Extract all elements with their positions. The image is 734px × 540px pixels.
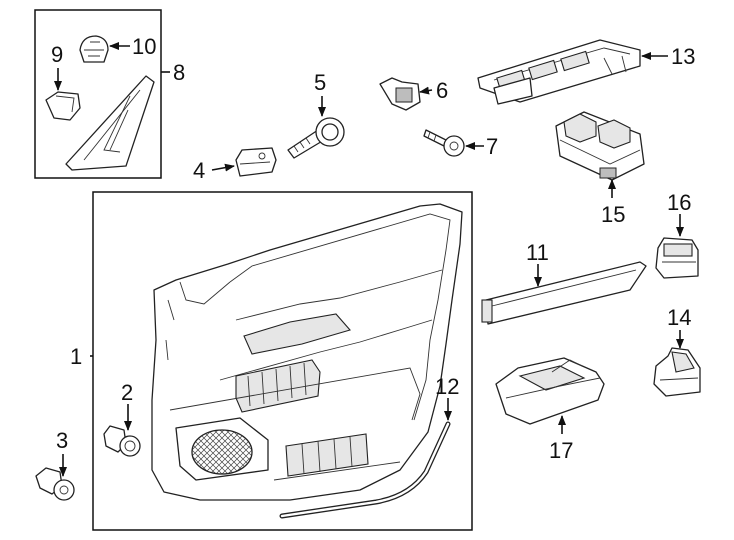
vent-grille-upper xyxy=(235,359,321,413)
leader-lines xyxy=(54,42,684,477)
callout-17: 17 xyxy=(549,438,573,463)
callout-12: 12 xyxy=(435,374,459,399)
callout-7: 7 xyxy=(486,134,498,159)
callout-11: 11 xyxy=(526,240,549,265)
part-6-clip xyxy=(379,77,421,111)
callout-15: 15 xyxy=(601,202,625,227)
part-7-screw xyxy=(423,129,465,157)
callout-16: 16 xyxy=(667,190,691,215)
part-1-door-panel xyxy=(151,203,463,501)
part-3-clip xyxy=(35,467,75,501)
part-14-switch xyxy=(653,347,701,397)
callout-4: 4 xyxy=(193,158,205,183)
callout-14: 14 xyxy=(667,305,691,330)
group-box-8 xyxy=(34,9,162,179)
part-13-switch-bezel xyxy=(477,39,641,105)
speaker-grille xyxy=(175,417,269,481)
callout-13: 13 xyxy=(671,44,695,69)
part-10-clip xyxy=(79,35,109,63)
part-2-clip xyxy=(103,425,141,457)
part-9-cap xyxy=(45,91,81,121)
callout-5: 5 xyxy=(314,70,326,95)
part-11-trim-strip xyxy=(481,261,647,325)
part-5-bolt xyxy=(287,117,345,159)
part-17-handle-base xyxy=(495,357,605,425)
vent-grille-lower xyxy=(285,433,369,477)
part-8-garnish xyxy=(65,75,155,171)
callout-9: 9 xyxy=(51,42,63,67)
callout-3: 3 xyxy=(56,428,68,453)
callout-10: 10 xyxy=(132,34,156,59)
part-12-weatherstrip xyxy=(279,421,451,519)
part-4-cover xyxy=(235,147,277,177)
callout-6: 6 xyxy=(436,78,448,103)
callout-8: 8 xyxy=(173,60,185,85)
callout-1: 1 xyxy=(70,344,82,369)
callout-2: 2 xyxy=(121,380,133,405)
part-16-switch xyxy=(655,237,699,279)
part-15-master-switch xyxy=(555,111,645,181)
group-box-1 xyxy=(92,191,473,531)
